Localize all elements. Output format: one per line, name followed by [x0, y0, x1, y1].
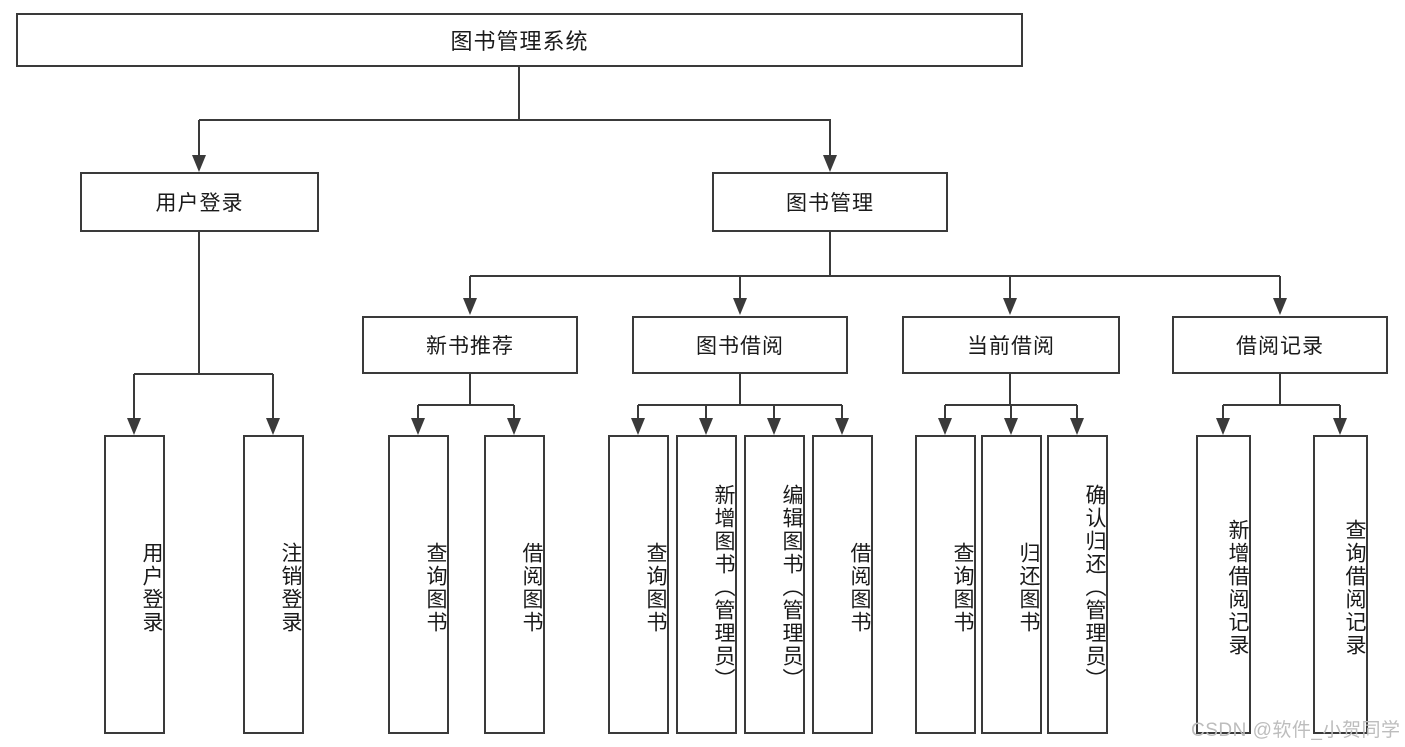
- node-label: 新增图书（管理员）: [712, 484, 735, 691]
- node-leaf-新增借阅记录-11[interactable]: 新增借阅记录: [1196, 435, 1251, 734]
- connector-login-arrow-0-head: [127, 418, 141, 435]
- connector-mgmt-arrow-3-shaft: [1279, 276, 1281, 298]
- node-leaf-用户登录-0[interactable]: 用户登录: [104, 435, 165, 734]
- node-label: 查询图书: [644, 541, 667, 634]
- connector-g3-arrow-1-head: [1004, 418, 1018, 435]
- connector-mgmt-arrow-2-shaft: [1009, 276, 1011, 298]
- connector-g2-arrow-3-head: [835, 418, 849, 435]
- connector-g2-arrow-2-head: [767, 418, 781, 435]
- connector-mgmt-arrow-1-head: [733, 298, 747, 315]
- connector-g2-arrow-1-head: [699, 418, 713, 435]
- connector-g3-arrow-0-shaft: [944, 405, 946, 418]
- node-leaf-确认归还-管理员--10[interactable]: 确认归还（管理员）: [1047, 435, 1108, 734]
- node-label: 归还图书: [1017, 541, 1040, 634]
- connector-g1-arrow-1-head: [507, 418, 521, 435]
- node-leaf-新增图书-管理员--5[interactable]: 新增图书（管理员）: [676, 435, 737, 734]
- node-label: 新增借阅记录: [1226, 518, 1249, 657]
- node-leaf-编辑图书-管理员--6[interactable]: 编辑图书（管理员）: [744, 435, 805, 734]
- node-level2-用户登录-0[interactable]: 用户登录: [80, 172, 319, 232]
- connector-mgmt-arrow-2-head: [1003, 298, 1017, 315]
- node-label: 查询借阅记录: [1343, 518, 1366, 657]
- connector-g3-arrow-2-shaft: [1076, 405, 1078, 418]
- connector-root-stem: [518, 67, 520, 120]
- connector-root-arrow-1-shaft: [829, 120, 831, 155]
- connector-root-arrow-0-shaft: [198, 120, 200, 155]
- node-label: 借阅图书: [848, 541, 871, 634]
- connector-root-arrow-0-head: [192, 155, 206, 172]
- node-level3-当前借阅-2[interactable]: 当前借阅: [902, 316, 1120, 374]
- connector-root-arrow-1-head: [823, 155, 837, 172]
- connector-g3-arrow-2-head: [1070, 418, 1084, 435]
- node-label: 图书借阅: [696, 335, 784, 358]
- connector-g1-arrow-0-shaft: [417, 405, 419, 418]
- connector-mgmt-arrow-0-head: [463, 298, 477, 315]
- connector-g3-arrow-1-shaft: [1010, 405, 1012, 418]
- node-leaf-查询图书-8[interactable]: 查询图书: [915, 435, 976, 734]
- connector-g2-arrow-2-shaft: [773, 405, 775, 418]
- node-leaf-查询借阅记录-12[interactable]: 查询借阅记录: [1313, 435, 1368, 734]
- node-label: 确认归还（管理员）: [1083, 484, 1106, 691]
- connector-g4-stem: [1279, 374, 1281, 405]
- node-leaf-归还图书-9[interactable]: 归还图书: [981, 435, 1042, 734]
- node-label: 用户登录: [140, 541, 163, 634]
- node-label: 查询图书: [424, 541, 447, 634]
- node-leaf-查询图书-2[interactable]: 查询图书: [388, 435, 449, 734]
- node-root-图书管理系统[interactable]: 图书管理系统: [16, 13, 1023, 67]
- connector-g3-stem: [1009, 374, 1011, 405]
- connector-root-bus: [199, 119, 831, 121]
- connector-g1-arrow-0-head: [411, 418, 425, 435]
- node-leaf-借阅图书-7[interactable]: 借阅图书: [812, 435, 873, 734]
- node-label: 当前借阅: [967, 335, 1055, 358]
- connector-g2-stem: [739, 374, 741, 405]
- connector-g4-arrow-1-shaft: [1339, 405, 1341, 418]
- node-label: 编辑图书（管理员）: [780, 484, 803, 691]
- node-label: 用户登录: [155, 192, 244, 215]
- connector-mgmt-arrow-1-shaft: [739, 276, 741, 298]
- node-level3-借阅记录-3[interactable]: 借阅记录: [1172, 316, 1388, 374]
- connector-g1-bus: [418, 404, 514, 406]
- connector-g2-arrow-3-shaft: [841, 405, 843, 418]
- node-leaf-借阅图书-3[interactable]: 借阅图书: [484, 435, 545, 734]
- connector-g4-arrow-0-head: [1216, 418, 1230, 435]
- node-label: 图书管理系统: [450, 29, 589, 54]
- connector-g4-arrow-1-head: [1333, 418, 1347, 435]
- connector-g3-arrow-0-head: [938, 418, 952, 435]
- connector-g2-bus: [638, 404, 842, 406]
- connector-g4-bus: [1223, 404, 1340, 406]
- connector-mgmt-bus: [470, 275, 1280, 277]
- connector-g1-arrow-1-shaft: [513, 405, 515, 418]
- connector-login-arrow-1-head: [266, 418, 280, 435]
- node-label: 查询图书: [951, 541, 974, 634]
- connector-g2-arrow-1-shaft: [705, 405, 707, 418]
- connector-login-arrow-1-shaft: [272, 374, 274, 418]
- connector-g2-arrow-0-shaft: [637, 405, 639, 418]
- connector-g4-arrow-0-shaft: [1222, 405, 1224, 418]
- connector-login-stem: [198, 232, 200, 374]
- node-leaf-查询图书-4[interactable]: 查询图书: [608, 435, 669, 734]
- connector-g1-stem: [469, 374, 471, 405]
- connector-g2-arrow-0-head: [631, 418, 645, 435]
- node-level2-图书管理-1[interactable]: 图书管理: [712, 172, 948, 232]
- node-label: 图书管理: [786, 192, 874, 215]
- node-label: 注销登录: [279, 541, 302, 634]
- node-level3-新书推荐-0[interactable]: 新书推荐: [362, 316, 578, 374]
- node-label: 新书推荐: [426, 335, 514, 358]
- connector-login-arrow-0-shaft: [133, 374, 135, 418]
- connector-mgmt-arrow-3-head: [1273, 298, 1287, 315]
- node-level3-图书借阅-1[interactable]: 图书借阅: [632, 316, 848, 374]
- node-label: 借阅记录: [1236, 335, 1324, 358]
- node-label: 借阅图书: [520, 541, 543, 634]
- node-leaf-注销登录-1[interactable]: 注销登录: [243, 435, 304, 734]
- connector-mgmt-arrow-0-shaft: [469, 276, 471, 298]
- connector-mgmt-stem: [829, 232, 831, 276]
- connector-login-bus: [134, 373, 273, 375]
